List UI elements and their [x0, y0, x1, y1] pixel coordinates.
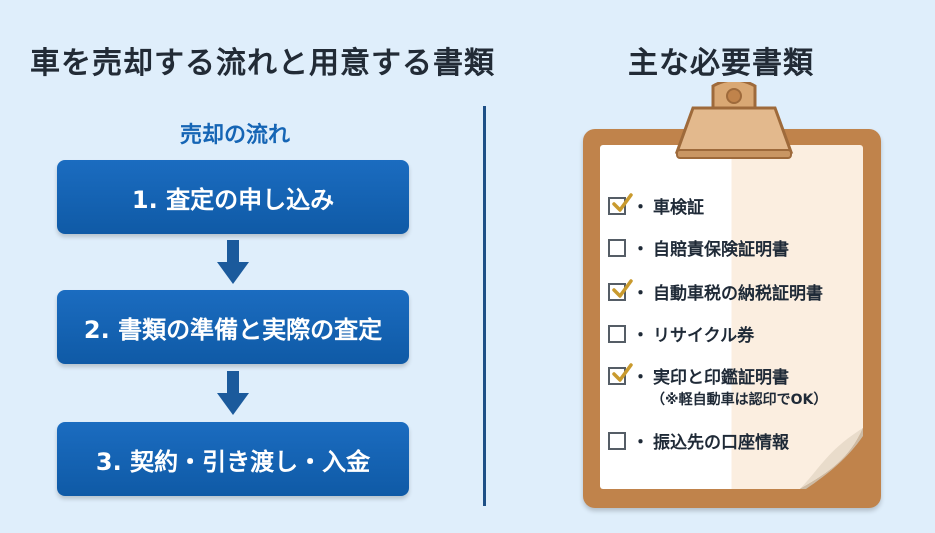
- page-curl-icon: [800, 428, 863, 489]
- bullet: ・: [632, 240, 649, 260]
- checkbox[interactable]: [608, 239, 626, 257]
- bullet: ・: [632, 198, 649, 218]
- document-note: （※軽自動車は認印でOK）: [651, 392, 828, 408]
- checkbox[interactable]: [608, 363, 633, 385]
- document-item-shakensho: ・ 車検証: [608, 193, 704, 218]
- bullet: ・: [632, 368, 649, 388]
- bullet: ・: [632, 284, 649, 304]
- checkbox[interactable]: [608, 193, 633, 215]
- checkmark-icon: [612, 193, 633, 212]
- document-label: 自動車税の納税証明書: [653, 284, 823, 304]
- checkbox[interactable]: [608, 279, 633, 301]
- clipboard-clip-icon: [674, 82, 794, 159]
- document-label: 振込先の口座情報: [653, 433, 789, 453]
- document-label: 車検証: [653, 198, 704, 218]
- flow-step-2: 2. 書類の準備と実際の査定: [57, 290, 409, 364]
- checkmark-icon: [612, 279, 633, 298]
- flow-step-3: 3. 契約・引き渡し・入金: [57, 422, 409, 496]
- main-title: 車を売却する流れと用意する書類: [30, 46, 495, 81]
- document-item-recycle: ・ リサイクル券: [608, 321, 754, 346]
- flow-heading: 売却の流れ: [179, 123, 290, 148]
- bullet: ・: [632, 326, 649, 346]
- clipboard-paper: [600, 145, 863, 489]
- checkmark-icon: [612, 363, 633, 382]
- arrow-down-icon: [217, 240, 249, 284]
- bullet: ・: [632, 433, 649, 453]
- document-label: 自賠責保険証明書: [653, 240, 789, 260]
- checkbox[interactable]: [608, 432, 626, 450]
- document-item-furikomi: ・ 振込先の口座情報: [608, 428, 789, 453]
- document-label: 実印と印鑑証明書: [653, 368, 789, 388]
- section-divider: [483, 106, 486, 506]
- required-documents-title: 主な必要書類: [628, 46, 814, 81]
- checkbox[interactable]: [608, 325, 626, 343]
- document-item-jibaiseki: ・ 自賠責保険証明書: [608, 235, 789, 260]
- document-label-group: 実印と印鑑証明書 （※軽自動車は認印でOK）: [651, 363, 828, 409]
- document-item-jitsuin: ・ 実印と印鑑証明書 （※軽自動車は認印でOK）: [608, 363, 827, 409]
- document-label: リサイクル券: [653, 326, 755, 346]
- document-item-nouzei: ・ 自動車税の納税証明書: [608, 279, 823, 304]
- arrow-down-icon: [217, 371, 249, 415]
- flow-step-1: 1. 査定の申し込み: [57, 160, 409, 234]
